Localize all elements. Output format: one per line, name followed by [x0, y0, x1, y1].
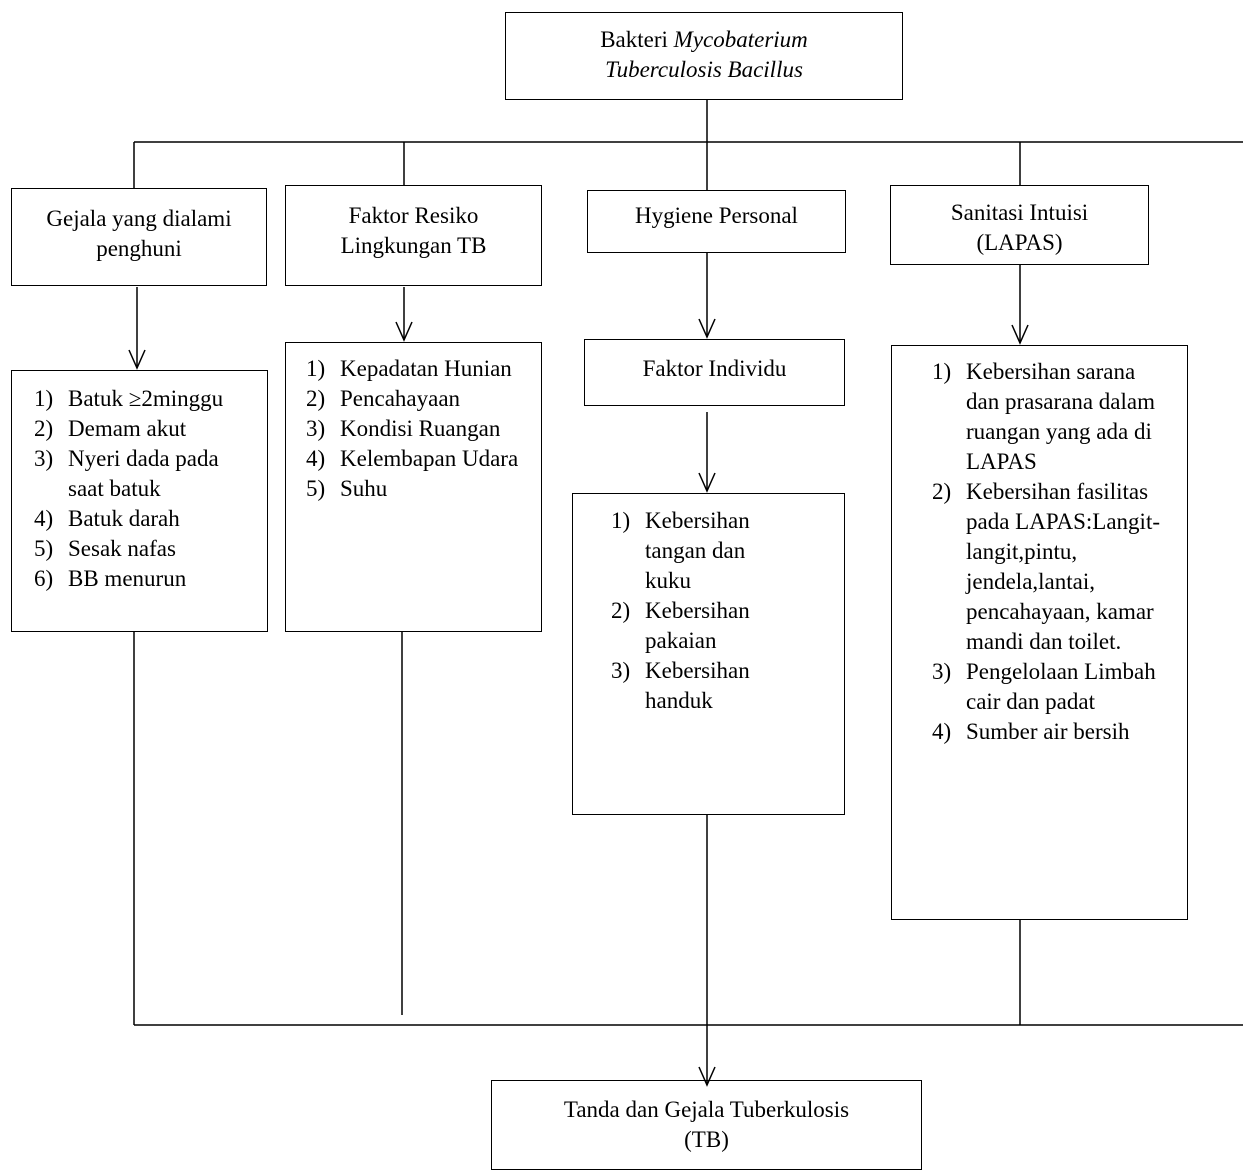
category-box-symptoms: Gejala yang dialami penghuni: [11, 188, 267, 286]
arrow-head-individual: [698, 472, 716, 493]
outcome-box: Tanda dan Gejala Tuberkulosis (TB): [491, 1080, 922, 1170]
category-title-line: Lingkungan TB: [340, 233, 487, 258]
list-item: 4)Kelembapan Udara: [306, 446, 519, 471]
arrow-head-hygiene: [698, 318, 716, 339]
list-item: 3)Pengelolaan Limbah cair dan padat: [932, 659, 1156, 714]
environment-list-box: 1)Kepadatan Hunian 2)Pencahayaan 3)Kondi…: [285, 342, 542, 632]
symptoms-list-box: 1)Batuk ≥2minggu 2)Demam akut 3)Nyeri da…: [11, 370, 268, 632]
outcome-line: Tanda dan Gejala Tuberkulosis: [563, 1097, 850, 1122]
arrow-head-sanitation: [1011, 324, 1029, 345]
category-box-hygiene: Hygiene Personal: [587, 190, 846, 253]
category-box-environment: Faktor Resiko Lingkungan TB: [285, 185, 542, 286]
individual-factor-box: Faktor Individu: [584, 339, 845, 406]
list-item: 4)Sumber air bersih: [932, 719, 1130, 744]
list-item: 1)Kepadatan Hunian: [306, 356, 512, 381]
category-title-line: penghuni: [96, 236, 182, 261]
category-box-sanitation: Sanitasi Intuisi (LAPAS): [890, 185, 1149, 265]
arrow-head-outcome: [698, 1066, 716, 1087]
list-item: 2)Kebersihan pakaian: [611, 598, 750, 653]
list-item: 5)Suhu: [306, 476, 388, 501]
list-item: 4)Batuk darah: [34, 506, 180, 531]
list-item: 3)Kondisi Ruangan: [306, 416, 501, 441]
sanitation-list-box: 1)Kebersihan sarana dan prasarana dalam …: [891, 345, 1188, 920]
hygiene-list-box: 1)Kebersihan tangan dan kuku 2)Kebersiha…: [572, 493, 845, 815]
list-item: 2)Kebersihan fasilitas pada LAPAS:Langit…: [932, 479, 1160, 654]
category-title-line: Hygiene Personal: [635, 203, 798, 228]
list-item: 2)Demam akut: [34, 416, 187, 441]
individual-factor-title: Faktor Individu: [642, 356, 787, 381]
list-item: 3)Nyeri dada pada saat batuk: [34, 446, 219, 501]
category-title-line: Gejala yang dialami: [46, 206, 232, 231]
list-item: 5)Sesak nafas: [34, 536, 176, 561]
root-line-1: Bakteri Mycobaterium: [600, 27, 808, 52]
list-item: 3)Kebersihan handuk: [611, 658, 750, 713]
list-item: 6)BB menurun: [34, 566, 187, 591]
arrow-head-symptoms: [128, 349, 146, 370]
list-item: 1)Batuk ≥2minggu: [34, 386, 224, 411]
root-line-2: Tuberculosis Bacillus: [605, 57, 803, 82]
list-item: 1)Kebersihan tangan dan kuku: [611, 508, 750, 593]
category-title-line: Faktor Resiko: [348, 203, 479, 228]
list-item: 1)Kebersihan sarana dan prasarana dalam …: [932, 359, 1156, 474]
list-item: 2)Pencahayaan: [306, 386, 461, 411]
outcome-line: (TB): [684, 1127, 729, 1152]
arrow-head-environment: [395, 321, 413, 342]
category-title-line: Sanitasi Intuisi: [950, 200, 1089, 225]
root-box: Bakteri Mycobaterium Tuberculosis Bacill…: [505, 12, 903, 100]
category-title-line: (LAPAS): [976, 230, 1063, 255]
